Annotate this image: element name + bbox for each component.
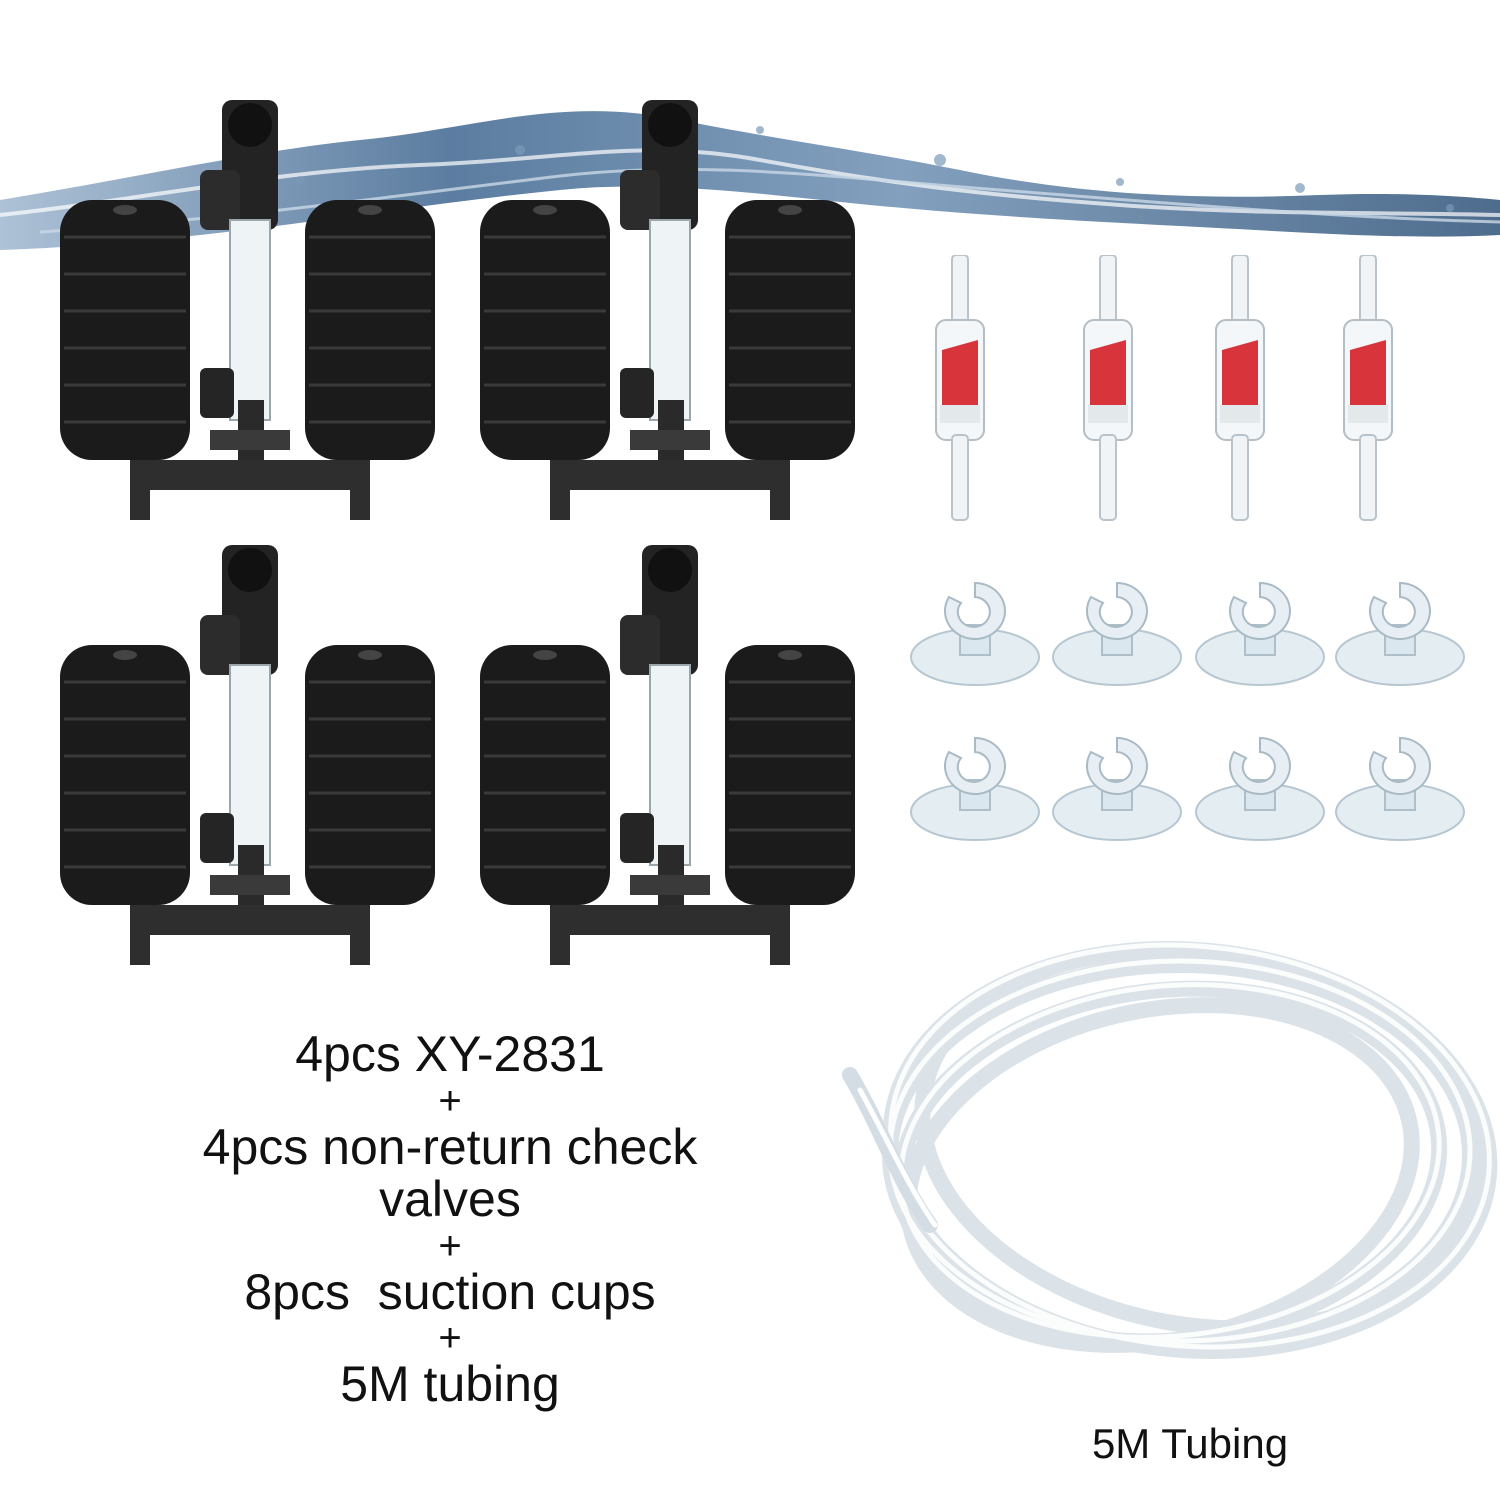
- kit-line: 4pcs XY-2831: [295, 1026, 605, 1082]
- kit-plus: +: [438, 1223, 462, 1268]
- sponge-filter-icon: [480, 100, 860, 540]
- tubing-label: 5M Tubing: [1091, 1420, 1289, 1467]
- suction-cup-icon: [910, 737, 1040, 841]
- suction-cup-icon: [1052, 582, 1182, 686]
- check-valve-icon: [1215, 255, 1265, 521]
- suction-cup-icon: [1335, 737, 1465, 841]
- kit-line: 5M tubing: [340, 1356, 560, 1412]
- check-valve-icon: [935, 255, 985, 521]
- sponge-filter-icon: [60, 100, 440, 540]
- sponge-filter-icon: [480, 545, 860, 985]
- kit-line: 8pcs suction cups: [244, 1263, 656, 1320]
- suction-cup-icon: [1195, 737, 1325, 841]
- suction-cup-icon: [910, 582, 1040, 686]
- kit-line: 4pcs non-return check: [202, 1118, 698, 1175]
- kit-plus: +: [438, 1078, 462, 1123]
- sponge-filter-icon: [60, 545, 440, 985]
- suction-cup-icon: [1052, 737, 1182, 841]
- check-valve-icon: [1343, 255, 1393, 521]
- check-valve-icon: [1083, 255, 1133, 521]
- kit-line: valves: [379, 1171, 521, 1227]
- kit-contents: 4pcs XY-2831 + 4pcs non-return check val…: [100, 1028, 800, 1411]
- air-tubing-icon: [842, 941, 1498, 1359]
- suction-cup-icon: [1335, 582, 1465, 686]
- kit-plus: +: [438, 1316, 462, 1360]
- suction-cup-icon: [1195, 582, 1325, 686]
